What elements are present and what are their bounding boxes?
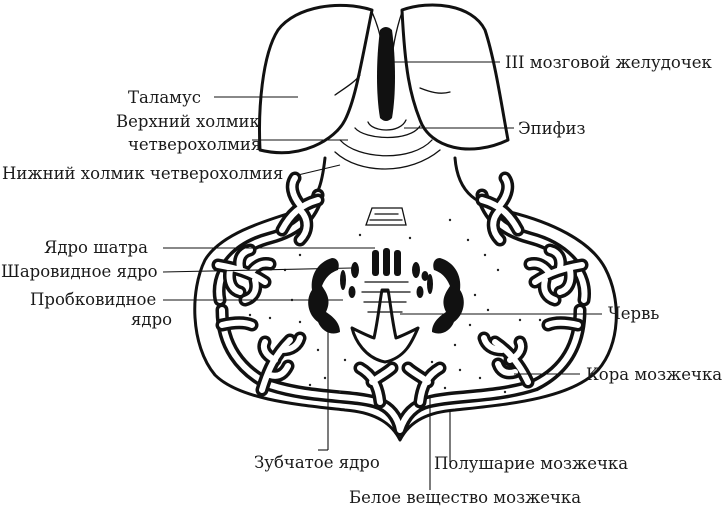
folia [211,171,589,409]
label-superior-colliculus-2: четверохолмия [128,135,261,154]
label-vermis: Червь [608,304,659,323]
label-white-matter: Белое вещество мозжечка [349,488,581,507]
white-matter-dots [248,218,542,394]
label-globose-nucleus: Шаровидное ядро [1,262,158,281]
label-pineal: Эпифиз [518,119,586,138]
label-hemisphere: Полушарие мозжечка [434,454,628,473]
vermis-stripes [361,281,411,313]
label-fastigial-nucleus: Ядро шатра [44,238,148,257]
fourth-ventricle [365,207,407,226]
label-dentate-nucleus: Зубчатое ядро [254,453,380,472]
brainstem-outline [193,156,618,442]
third-ventricle-shape [377,27,395,121]
label-emboliform-2: ядро [131,310,172,329]
label-superior-colliculus-1: Верхний холмик [116,112,261,131]
label-thalamus: Таламус [128,88,201,107]
deep-nuclei [308,248,464,334]
thalamus-shape [258,3,510,155]
colliculi-shape [334,119,441,170]
label-emboliform-1: Пробковидное [30,290,156,309]
label-third-ventricle: III мозговой желудочек [505,53,713,72]
leader-lines [162,61,602,490]
label-inferior-colliculus: Нижний холмик четверохолмия [2,164,283,183]
label-cerebellar-cortex: Кора мозжечка [586,365,722,384]
vermis-shape [350,288,420,364]
